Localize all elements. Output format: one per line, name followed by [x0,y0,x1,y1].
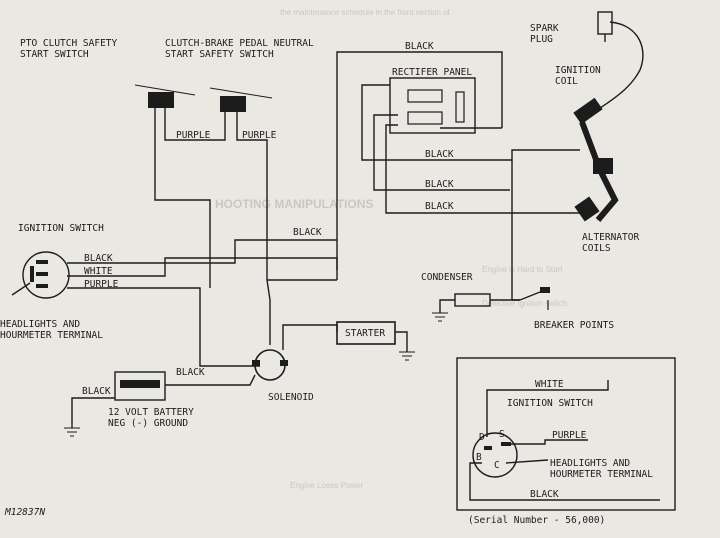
svg-text:HOOTING MANIPULATIONS: HOOTING MANIPULATIONS [215,197,373,211]
breaker-points [519,287,550,310]
wire-cond-gnd [439,299,455,313]
ground-symbol-starter [399,351,415,361]
ground-symbol-condenser [432,312,448,322]
wire-ign-black [67,239,337,264]
inset-pin-s: S [499,429,505,440]
breaker-points-label: BREAKER POINTS [534,320,614,331]
wire-purple-clutch [236,110,268,280]
spark-plug [597,11,613,42]
inset-ignition-switch [472,432,518,478]
wire-sol-start [282,324,338,350]
ignition-switch-label: IGNITION SWITCH [18,223,104,234]
wire-black-top [336,51,503,280]
inset-wire-black [469,462,660,501]
wire-ign-white [67,257,338,277]
solenoid [252,349,288,381]
wire-sol-up [266,279,271,345]
svg-text:Defective ignition switch: Defective ignition switch [482,299,567,308]
wire-ign-purple [67,287,260,367]
alternator-coils [574,158,613,222]
wire-label-ign-black: BLACK [84,253,113,264]
ignition-switch [22,251,70,299]
bleed-through-text: the maintenance schedule in the front se… [215,8,567,490]
inset-ignition-label: IGNITION SWITCH [507,398,593,409]
rectifier-panel [389,77,476,134]
wire-label-black-1: BLACK [425,149,454,160]
inset-wire-purple [506,439,588,445]
wire-spark [599,21,644,109]
starter-label: STARTER [345,328,385,339]
battery [114,371,166,401]
inset-pin-b: B [476,452,482,463]
wire-black-1 [361,84,580,161]
wire-purple-pto [164,108,226,141]
clutch-switch [209,87,273,112]
condenser [454,293,491,307]
wire-headlight [11,282,31,296]
inset-panel: D S B C WHITE IGNITION SWITCH PURPLE HEA… [456,357,676,526]
inset-purple-label: PURPLE [552,430,587,441]
wire-black-2 [373,114,510,191]
svg-text:Engine is Hard to Start: Engine is Hard to Start [482,265,563,274]
wire-pto-down [154,108,211,240]
wire-labels: BLACK BLACK BLACK BLACK BLACK PURPLE PUR… [82,41,454,397]
inset-wire-white [486,380,609,437]
solenoid-label: SOLENOID [268,392,314,403]
wire-label-black-top: BLACK [405,41,434,52]
pto-switch [134,84,196,108]
wire-label-batt-black: BLACK [176,367,205,378]
inset-pin-d: D [479,432,485,443]
wires [11,21,644,428]
ground-symbol-battery [64,427,80,437]
wire-label-black-3: BLACK [425,201,454,212]
ignition-coil [573,97,619,222]
svg-text:the maintenance schedule in th: the maintenance schedule in the front se… [280,8,451,17]
wire-label-black-mid: BLACK [293,227,322,238]
inset-black-label: BLACK [530,489,559,500]
inset-white-label: WHITE [535,379,564,390]
starter [336,321,396,345]
wire-label-ign-purple: PURPLE [84,279,119,290]
figure-id: M12837N [4,507,45,518]
condenser-label: CONDENSER [421,272,473,283]
wire-label-purple-pto: PURPLE [176,130,211,141]
rectifier-label: RECTIFER PANEL [392,67,472,78]
wire-breaker [511,160,520,301]
svg-text:Engine Loses Power: Engine Loses Power [290,481,364,490]
inset-serial-label: (Serial Number - 56,000) [468,515,605,526]
wire-batt-sol [165,374,256,386]
wire-batt-gnd [71,397,115,428]
wire-black-3 [385,124,585,214]
inset-wire-headlight [505,459,549,464]
wire-starter-gnd [395,331,408,352]
wire-label-ign-white: WHITE [84,266,113,277]
wire-label-purple-clutch: PURPLE [242,130,277,141]
inset-pin-c: C [494,460,500,471]
wire-label-gnd-black: BLACK [82,386,111,397]
wire-label-black-2: BLACK [425,179,454,190]
